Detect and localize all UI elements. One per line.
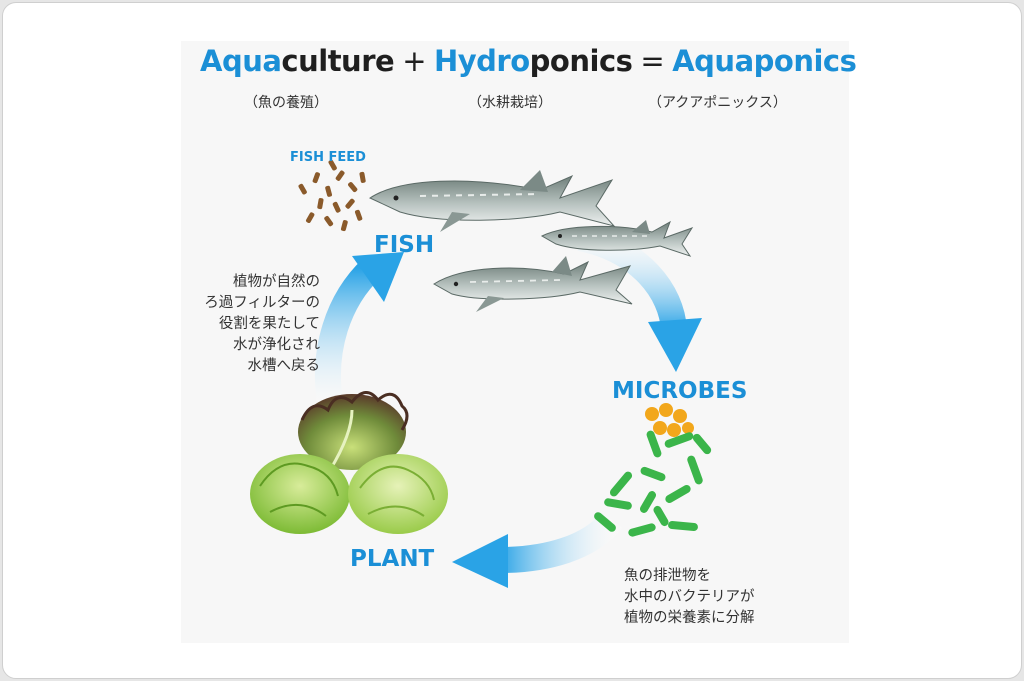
arrow-fish-to-microbes — [577, 225, 702, 372]
note-line: 水中のバクテリアが — [624, 589, 755, 605]
note-line: 役割を果たして — [218, 316, 320, 332]
sturgeon-fish-large — [368, 170, 616, 232]
microbes-rods — [594, 430, 712, 537]
note-line: 魚の排泄物を — [624, 568, 711, 584]
microbes-label: MICROBES — [612, 378, 748, 404]
arrow-microbes-to-plant — [452, 511, 623, 588]
fish-feed-label: FISH FEED — [290, 150, 366, 165]
subtitle-hydroponics: （水耕栽培） — [468, 95, 552, 111]
title-equals: = — [640, 44, 665, 78]
title-culture: culture — [281, 44, 395, 78]
fish-feed-pellets — [298, 159, 366, 232]
lettuce-red-leaf — [298, 391, 409, 471]
microbes-cocci — [645, 403, 694, 437]
diagram-panel — [181, 41, 849, 643]
lettuce-butterhead-left — [250, 454, 350, 534]
sturgeon-fish-bottom — [433, 256, 633, 312]
title-aqua: Aqua — [200, 44, 282, 78]
note-line: 水が浄化され — [233, 337, 320, 353]
note-line: 植物の栄養素に分解 — [624, 610, 755, 626]
title-ponics: ponics — [529, 44, 633, 78]
note-line: 植物が自然の — [233, 274, 320, 290]
plant-label: PLANT — [350, 546, 435, 572]
note-plant-to-fish: 植物が自然の ろ過フィルターの 役割を果たして 水が浄化され 水槽へ戻る — [200, 272, 320, 377]
subtitle-aquaculture: （魚の養殖） — [244, 95, 328, 111]
equation-title: Aquaculture+Hydroponics=Aquaponics — [200, 44, 857, 78]
lettuce-butterhead-right — [348, 454, 448, 534]
note-line: 水槽へ戻る — [247, 358, 321, 374]
subtitle-aquaponics: （アクアポニックス） — [648, 95, 787, 111]
sturgeon-fish-right — [540, 220, 694, 257]
title-aquaponics: Aquaponics — [672, 44, 857, 78]
fish-label: FISH — [374, 232, 435, 258]
title-hydro: Hydro — [434, 44, 530, 78]
title-plus: + — [402, 44, 426, 78]
arrow-plant-to-fish — [314, 252, 404, 404]
note-line: ろ過フィルターの — [204, 295, 320, 311]
note-microbes-to-plant: 魚の排泄物を 水中のバクテリアが 植物の栄養素に分解 — [624, 566, 755, 629]
